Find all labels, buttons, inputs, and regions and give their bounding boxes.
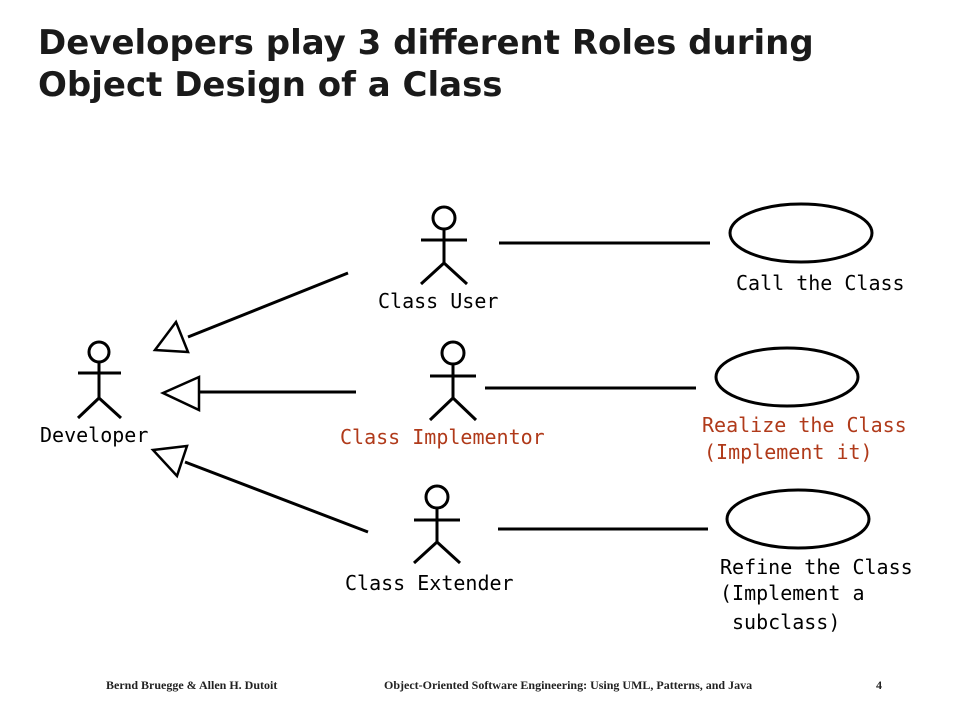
actor-developer-label: Developer xyxy=(40,423,148,447)
actor-class-implementor-head xyxy=(440,340,466,366)
actor-class-user-label: Class User xyxy=(378,289,498,313)
use-case-refine-label-1: Refine the Class xyxy=(720,555,913,579)
use-case-realize-the-class xyxy=(714,346,860,408)
actor-class-implementor-leg-left xyxy=(428,396,455,422)
actor-class-extender-leg-right xyxy=(435,540,462,565)
footer-page-number: 4 xyxy=(876,678,882,692)
use-case-refine-the-class xyxy=(725,488,871,550)
use-case-realize-label-2: (Implement it) xyxy=(704,440,873,464)
actor-class-user-leg-right xyxy=(442,261,469,286)
generalization-user-to-developer xyxy=(152,271,349,354)
actor-class-extender xyxy=(412,484,462,565)
slide-title-line-1: Developers play 3 different Roles during xyxy=(38,23,814,63)
actor-developer xyxy=(76,340,123,420)
actor-class-extender-head xyxy=(424,484,450,510)
generalization-implementor-to-developer xyxy=(159,375,356,412)
actor-class-extender-label: Class Extender xyxy=(345,571,514,595)
actor-developer-head xyxy=(87,340,111,364)
generalization-extender-line xyxy=(184,460,369,534)
generalization-extender-to-developer xyxy=(150,444,369,534)
slide-title-line-2: Object Design of a Class xyxy=(38,65,503,105)
use-case-realize-label-1: Realize the Class xyxy=(702,413,907,437)
actor-class-implementor-label: Class Implementor xyxy=(340,425,545,449)
generalization-implementor-arrowhead xyxy=(159,375,201,412)
generalization-user-line xyxy=(187,271,349,339)
use-case-refine-label-2: (Implement a xyxy=(720,581,865,605)
footer-book-title: Object-Oriented Software Engineering: Us… xyxy=(384,678,753,692)
slide-title: Developers play 3 different Roles during… xyxy=(38,22,918,106)
generalization-user-arrowhead xyxy=(152,319,190,354)
use-case-call-the-class xyxy=(728,202,874,264)
actor-class-implementor-leg-right xyxy=(451,396,478,422)
actor-class-implementor xyxy=(428,340,478,422)
actor-class-user-leg-left xyxy=(419,261,446,286)
actor-class-extender-leg-left xyxy=(412,540,439,565)
actor-developer-leg-left xyxy=(76,396,101,420)
actor-class-user xyxy=(419,205,469,286)
footer-authors: Bernd Bruegge & Allen H. Dutoit xyxy=(106,678,278,692)
use-case-call-label: Call the Class xyxy=(736,271,905,295)
actor-class-user-head xyxy=(431,205,457,231)
use-case-refine-label-3: subclass) xyxy=(732,610,840,634)
actor-developer-leg-right xyxy=(97,396,123,420)
generalization-extender-arrowhead xyxy=(150,444,189,479)
